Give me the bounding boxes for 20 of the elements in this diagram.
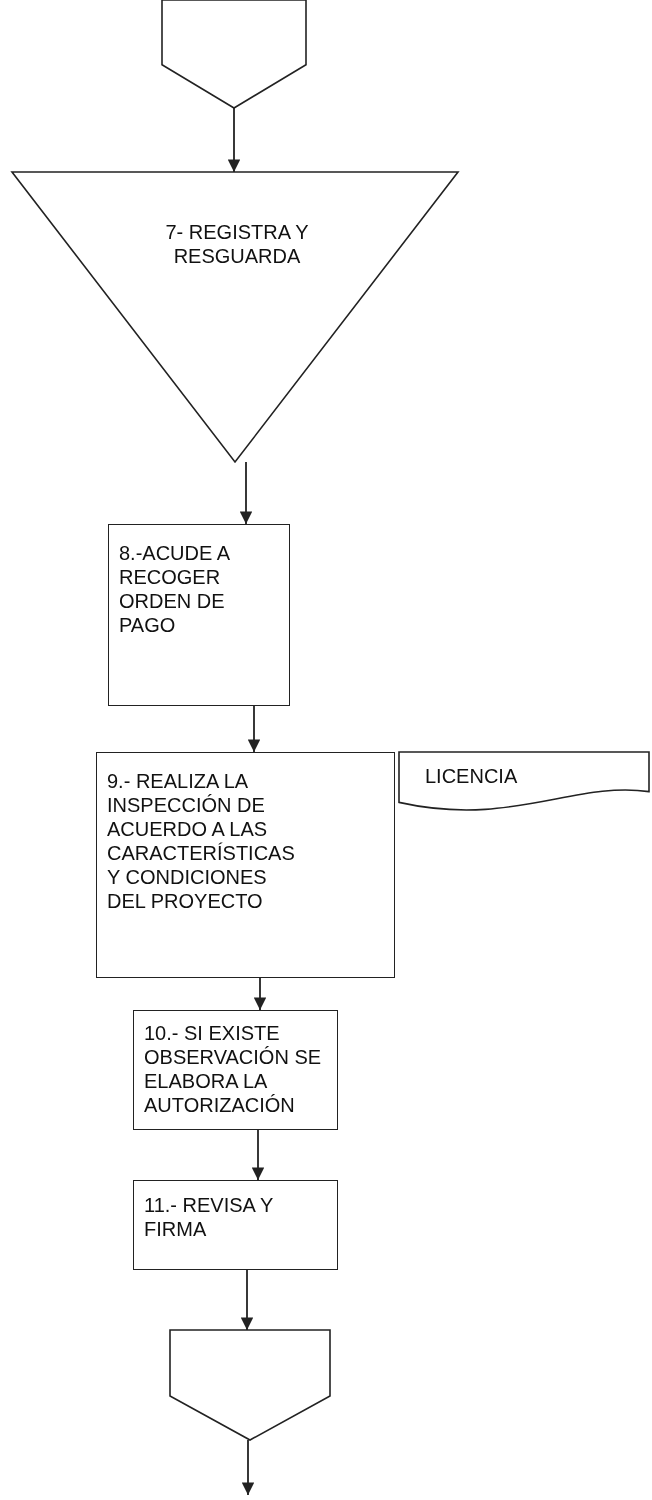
off-page-connector: [162, 0, 306, 108]
arrow: [241, 1439, 255, 1496]
step-text: 7- REGISTRA Y RESGUARDA: [164, 220, 310, 268]
step-text: 9.- REALIZA LA INSPECCIÓN DE ACUERDO A LAS CARACTERÍSTICAS Y CONDICIONES DEL PROYECTO: [107, 769, 296, 913]
process-box: [133, 1010, 338, 1130]
process-box: [96, 752, 395, 978]
arrow: [253, 977, 267, 1011]
step-text: 11.- REVISA Y FIRMA: [144, 1193, 274, 1241]
arrow: [240, 1269, 254, 1331]
process-box: [108, 524, 290, 706]
arrow: [251, 1129, 265, 1181]
arrow: [239, 461, 253, 525]
inverted-triangle: [12, 172, 458, 462]
off-page-connector: [170, 1330, 330, 1440]
arrow: [227, 107, 241, 173]
step-text: 8.-ACUDE A RECOGER ORDEN DE PAGO: [119, 541, 231, 637]
step-text: 10.- SI EXISTE OBSERVACIÓN SE ELABORA LA AUTORIZACIÓN: [144, 1021, 322, 1117]
process-box: [133, 1180, 338, 1270]
arrow: [247, 705, 261, 753]
step-text: LICENCIA: [425, 764, 519, 788]
